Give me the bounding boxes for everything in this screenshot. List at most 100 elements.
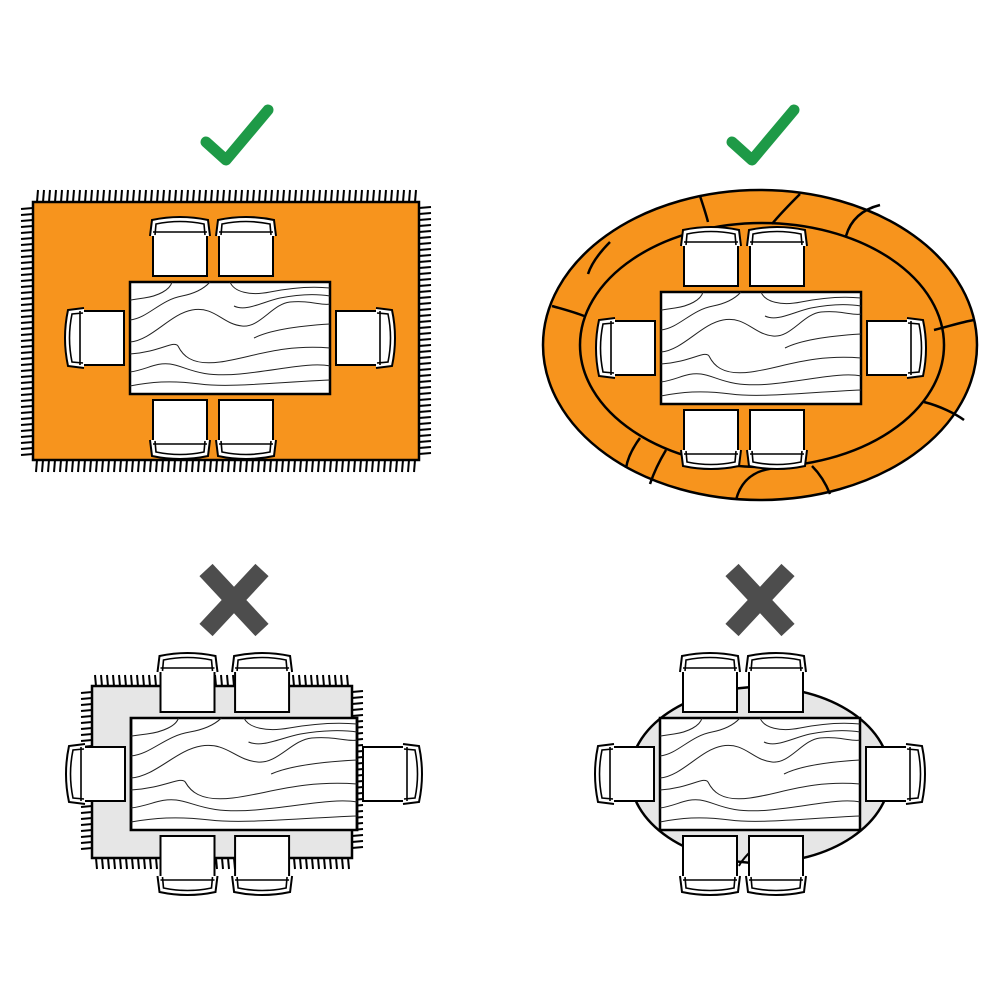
chair (65, 743, 126, 805)
fringe-strand (80, 697, 93, 700)
fringe-strand (150, 189, 153, 203)
fringe-strand (80, 709, 93, 712)
chair (362, 743, 423, 805)
fringe-strand (72, 189, 75, 203)
fringe-strand (221, 857, 224, 870)
fringe-strand (125, 459, 128, 473)
fringe-strand (20, 345, 34, 348)
fringe-strand (335, 857, 338, 870)
fringe-strand (341, 857, 344, 870)
fringe-strand (418, 386, 432, 389)
fringe-strand (418, 314, 432, 317)
chair (149, 399, 211, 460)
fringe-strand (20, 411, 34, 414)
fringe-strand (418, 434, 432, 437)
fringe-strand (66, 189, 69, 203)
fringe-strand (20, 393, 34, 396)
fringe-strand (317, 857, 320, 870)
fringe-strand (395, 459, 398, 473)
fringe-strand (20, 309, 34, 312)
fringe-strand (401, 459, 404, 473)
fringe-strand (215, 459, 218, 473)
fringe-strand (418, 356, 432, 359)
fringe-strand (120, 189, 123, 203)
fringe-strand (20, 453, 34, 456)
chair (231, 652, 294, 713)
check-icon (200, 104, 274, 166)
fringe-strand (418, 296, 432, 299)
fringe-strand (20, 375, 34, 378)
fringe-strand (383, 459, 386, 473)
fringe-strand (371, 459, 374, 473)
fringe-strand (20, 255, 34, 258)
fringe-strand (287, 459, 290, 473)
fringe-strand (351, 834, 364, 837)
fringe-strand (418, 278, 432, 281)
fringe-strand (192, 189, 195, 203)
fringe-strand (114, 189, 117, 203)
fringe-strand (323, 857, 326, 870)
fringe-strand (20, 429, 34, 432)
fringe-strand (47, 459, 50, 473)
fringe-strand (131, 459, 134, 473)
fringe-strand (107, 857, 110, 870)
chair (335, 307, 396, 369)
panel-oval-correct (541, 188, 979, 502)
fringe-strand (276, 189, 279, 203)
fringe-strand (351, 840, 364, 843)
fringe-strand (36, 189, 39, 203)
fringe-strand (293, 857, 296, 870)
fringe-strand (298, 674, 301, 687)
fringe-strand (20, 435, 34, 438)
fringe-strand (20, 339, 34, 342)
fringe-strand (418, 380, 432, 383)
fringe-strand (418, 392, 432, 395)
fringe-strand (418, 254, 432, 257)
fringe-strand (80, 841, 93, 844)
fringe-strand (246, 189, 249, 203)
fringe-strand (154, 674, 157, 687)
fringe-strand (77, 459, 80, 473)
fringe-strand (20, 297, 34, 300)
fringe-strand (185, 459, 188, 473)
dining-set (594, 652, 926, 896)
fringe-strand (20, 225, 34, 228)
chair (865, 743, 926, 805)
dining-table (658, 716, 862, 832)
fringe-strand (418, 260, 432, 263)
fringe-strand (233, 459, 236, 473)
fringe-strand (418, 236, 432, 239)
fringe-strand (414, 189, 417, 203)
fringe-strand (306, 189, 309, 203)
fringe-strand (41, 459, 44, 473)
fringe-strand (418, 404, 432, 407)
fringe-strand (197, 459, 200, 473)
fringe-strand (101, 857, 104, 870)
fringe-strand (20, 369, 34, 372)
fringe-strand (312, 189, 315, 203)
fringe-strand (293, 459, 296, 473)
fringe-strand (167, 459, 170, 473)
fringe-strand (20, 303, 34, 306)
chair (680, 226, 742, 287)
fringe-strand (324, 189, 327, 203)
fringe-strand (20, 243, 34, 246)
fringe-strand (258, 189, 261, 203)
fringe-strand (275, 459, 278, 473)
fringe-strand (294, 189, 297, 203)
fringe-strand (311, 857, 314, 870)
verdict-marks (199, 104, 800, 637)
fringe-strand (20, 351, 34, 354)
fringe-strand (156, 189, 159, 203)
fringe-strand (240, 189, 243, 203)
fringe-strand (80, 823, 93, 826)
fringe-strand (180, 189, 183, 203)
fringe-strand (80, 829, 93, 832)
fringe-strand (142, 674, 145, 687)
fringe-strand (335, 459, 338, 473)
fringe-strand (80, 817, 93, 820)
fringe-strand (20, 285, 34, 288)
chair (746, 226, 808, 287)
fringe-strand (20, 213, 34, 216)
fringe-strand (20, 357, 34, 360)
